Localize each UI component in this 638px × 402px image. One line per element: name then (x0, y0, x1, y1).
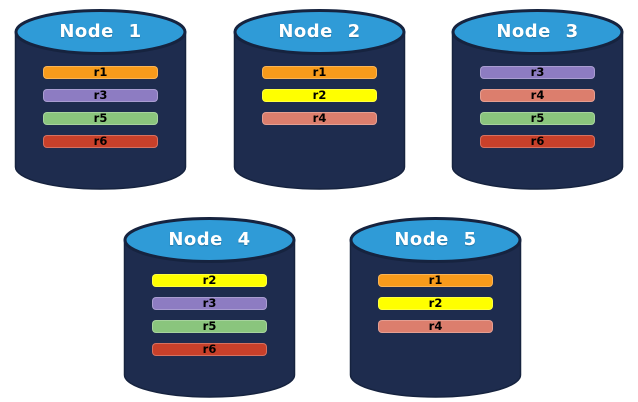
replica-label: r1 (312, 65, 327, 79)
cylinder-top-shape (233, 9, 406, 55)
node-title: Node 4 (168, 229, 251, 250)
replica-bar-list: r1 r2 r4 (232, 8, 407, 192)
replica-label: r4 (530, 88, 545, 102)
node-cylinder: Node 2 r1 r2 r4 (232, 8, 407, 192)
replica-label: r3 (93, 88, 108, 102)
replica-label: r4 (428, 319, 443, 333)
replica-label: r2 (428, 296, 443, 310)
replica-bar-list: r1 r2 r4 (348, 216, 523, 400)
replica-bar: r3 (480, 66, 595, 79)
replica-label: r4 (312, 111, 327, 125)
replica-bar-list: r1 r3 r5 r6 (13, 8, 188, 192)
replica-label: r5 (530, 111, 545, 125)
replica-bar: r2 (152, 274, 267, 287)
replica-bar: r5 (152, 320, 267, 333)
replica-bar: r1 (378, 274, 493, 287)
replica-label: r3 (202, 296, 217, 310)
replica-bar: r5 (480, 112, 595, 125)
replica-label: r3 (530, 65, 545, 79)
node-cylinder: Node 1 r1 r3 r5 r6 (13, 8, 188, 192)
replica-bar-list: r2 r3 r5 r6 (122, 216, 297, 400)
replica-bar: r6 (480, 135, 595, 148)
replica-bar: r6 (43, 135, 158, 148)
node-cylinder: Node 4 r2 r3 r5 r6 (122, 216, 297, 400)
replica-bar: r1 (262, 66, 377, 79)
replica-bar: r4 (262, 112, 377, 125)
node-title: Node 3 (496, 21, 579, 42)
replica-bar: r6 (152, 343, 267, 356)
replica-label: r5 (93, 111, 108, 125)
cylinder-top-shape (123, 217, 296, 263)
replica-bar: r5 (43, 112, 158, 125)
node-cylinder: Node 5 r1 r2 r4 (348, 216, 523, 400)
replica-label: r5 (202, 319, 217, 333)
replica-label: r1 (428, 273, 443, 287)
node-title: Node 1 (59, 21, 142, 42)
replica-bar: r1 (43, 66, 158, 79)
replica-bar: r4 (378, 320, 493, 333)
cylinder-top-shape (349, 217, 522, 263)
node-title: Node 5 (394, 229, 477, 250)
node-cylinder: Node 3 r3 r4 r5 r6 (450, 8, 625, 192)
replica-bar: r2 (378, 297, 493, 310)
replica-label: r6 (93, 134, 108, 148)
replica-bar: r3 (152, 297, 267, 310)
replica-bar: r3 (43, 89, 158, 102)
replica-bar-list: r3 r4 r5 r6 (450, 8, 625, 192)
cylinder-top-shape (451, 9, 624, 55)
node-title: Node 2 (278, 21, 361, 42)
cylinder-top-shape (14, 9, 187, 55)
replica-bar: r2 (262, 89, 377, 102)
replica-label: r6 (530, 134, 545, 148)
replica-label: r2 (202, 273, 217, 287)
replica-bar: r4 (480, 89, 595, 102)
replica-label: r2 (312, 88, 327, 102)
replica-label: r6 (202, 342, 217, 356)
replica-label: r1 (93, 65, 108, 79)
